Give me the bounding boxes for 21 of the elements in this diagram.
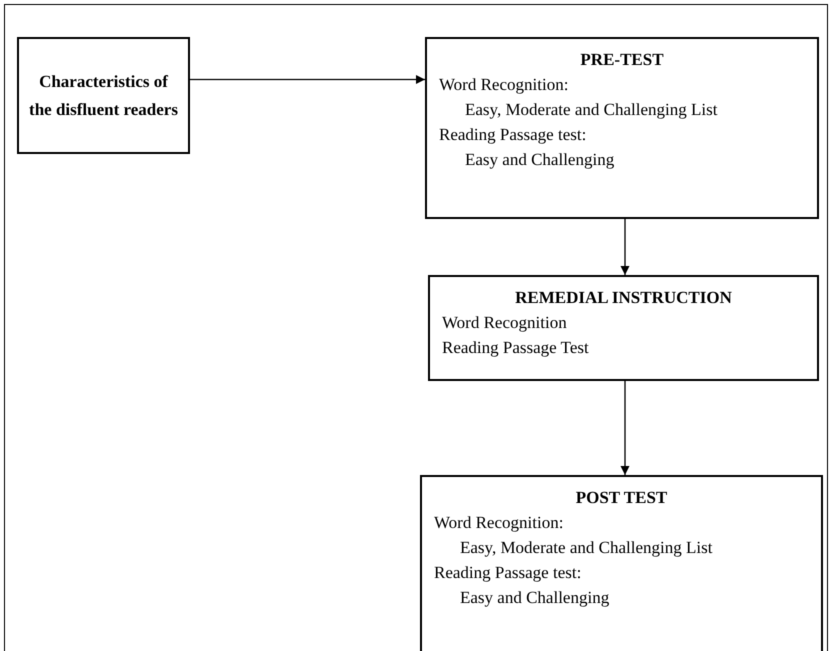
box-heading: POST TEST (574, 487, 668, 509)
box-heading: REMEDIAL INSTRUCTION (514, 287, 733, 309)
process-box (17, 37, 190, 154)
box-text: Reading Passage test: (434, 562, 582, 584)
box-text: Easy, Moderate and Challenging List (459, 537, 714, 559)
box-text: Word Recognition: (434, 512, 564, 534)
box-title: Characteristics of the disfluent readers (29, 70, 178, 120)
box-text: Word Recognition: (439, 74, 570, 96)
process-box (420, 475, 823, 651)
box-text: Reading Passage test: (439, 124, 588, 146)
box-text: Easy and Challenging (464, 149, 616, 171)
arrow (620, 381, 630, 475)
process-box (428, 275, 819, 381)
box-heading: PRE-TEST (579, 49, 665, 71)
arrow (620, 219, 630, 275)
box-text: Easy and Challenging (459, 587, 610, 609)
box-text: Word Recognition (442, 312, 568, 334)
arrow (190, 75, 425, 84)
box-text: Easy, Moderate and Challenging List (464, 99, 718, 121)
box-text: Reading Passage Test (442, 337, 590, 359)
process-box (425, 37, 819, 219)
